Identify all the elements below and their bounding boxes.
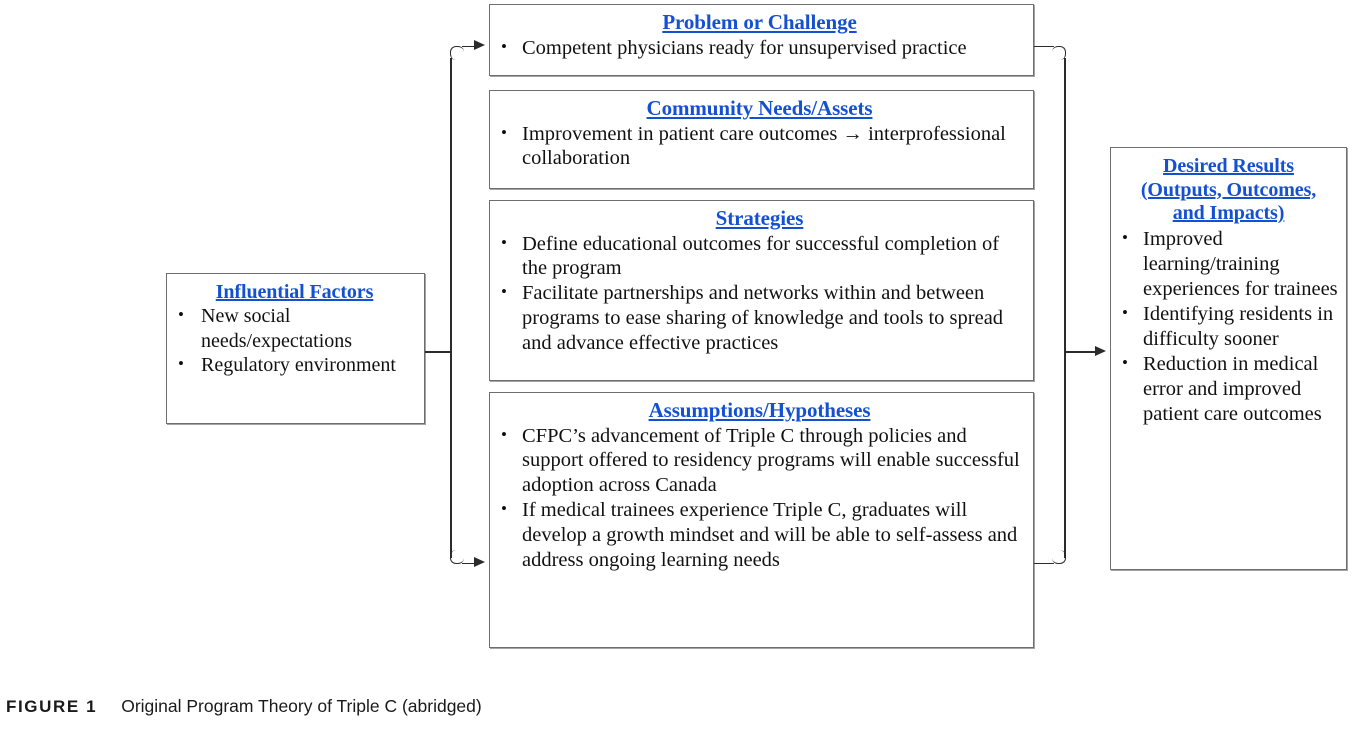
list-item: Competent physicians ready for unsupervi… <box>496 35 1023 61</box>
box-desired-results-title-line-1: Desired Results <box>1163 155 1294 177</box>
box-desired-results-title-line-3: and Impacts) <box>1172 202 1285 225</box>
figure-number-label: FIGURE 1 <box>6 697 98 716</box>
list-item: Improvement in patient care outcomes → i… <box>496 121 1023 172</box>
box-desired-results-bullets: Improved learning/training experiences f… <box>1117 226 1340 427</box>
list-item: If medical trainees experience Triple C,… <box>496 497 1023 573</box>
box-desired-results-title-line-2: (Outputs, Outcomes, <box>1140 178 1317 201</box>
list-item: Facilitate partnerships and networks wit… <box>496 280 1023 356</box>
figure-caption: FIGURE 1 Original Program Theory of Tripl… <box>6 696 1206 717</box>
list-item: Identifying residents in difficulty soon… <box>1117 301 1340 352</box>
box-problem-or-challenge: Problem or Challenge Competent physician… <box>489 4 1034 76</box>
list-item: Define educational outcomes for successf… <box>496 231 1023 282</box>
list-item: New social needs/expectations <box>173 303 416 353</box>
connector-right-top-branch <box>1034 45 1054 48</box>
box-influential-factors-bullets: New social needs/expectations Regulatory… <box>173 303 416 377</box>
box-desired-results-title: Desired Results (Outputs, Outcomes, and … <box>1117 155 1340 226</box>
list-item: CFPC’s advancement of Triple C through p… <box>496 423 1023 499</box>
box-influential-factors: Influential Factors New social needs/exp… <box>166 273 425 424</box>
connector-right-out-stub <box>1064 351 1098 353</box>
connector-left-top-corner <box>450 46 464 60</box>
box-strategies-bullets: Define educational outcomes for successf… <box>496 231 1023 357</box>
connector-left-top-branch <box>462 45 479 48</box>
box-assumptions-hypotheses-bullets: CFPC’s advancement of Triple C through p… <box>496 423 1023 573</box>
box-strategies-title: Strategies <box>715 206 804 230</box>
arrow-into-problem-box <box>474 40 485 50</box>
box-strategies: Strategies Define educational outcomes f… <box>489 200 1034 381</box>
box-assumptions-hypotheses: Assumptions/Hypotheses CFPC’s advancemen… <box>489 392 1034 648</box>
box-influential-factors-title: Influential Factors <box>215 281 374 303</box>
connector-left-spine <box>450 58 452 558</box>
connector-left-stub <box>425 351 451 353</box>
box-community-needs-assets: Community Needs/Assets Improvement in pa… <box>489 90 1034 189</box>
box-problem-or-challenge-title: Problem or Challenge <box>662 10 857 34</box>
box-community-needs-assets-title: Community Needs/Assets <box>646 96 873 120</box>
arrow-into-assumptions-box <box>474 557 485 567</box>
connector-left-bottom-branch <box>462 562 479 565</box>
list-item: Regulatory environment <box>173 352 416 377</box>
box-community-needs-assets-bullets: Improvement in patient care outcomes → i… <box>496 121 1023 172</box>
list-item: Reduction in medical error and improved … <box>1117 351 1340 427</box>
box-assumptions-hypotheses-title: Assumptions/Hypotheses <box>648 398 871 422</box>
connector-right-top-corner <box>1052 46 1066 60</box>
box-desired-results: Desired Results (Outputs, Outcomes, and … <box>1110 147 1347 570</box>
connector-right-spine <box>1064 58 1066 558</box>
list-item: Improved learning/training experiences f… <box>1117 226 1340 302</box>
figure-caption-text: Original Program Theory of Triple C (abr… <box>121 696 482 716</box>
arrow-into-desired-results-box <box>1095 346 1106 356</box>
connector-right-bottom-branch <box>1034 562 1054 565</box>
box-problem-or-challenge-bullets: Competent physicians ready for unsupervi… <box>496 35 1023 61</box>
connector-left-bottom-corner <box>450 550 464 564</box>
connector-right-bottom-corner <box>1052 550 1066 564</box>
